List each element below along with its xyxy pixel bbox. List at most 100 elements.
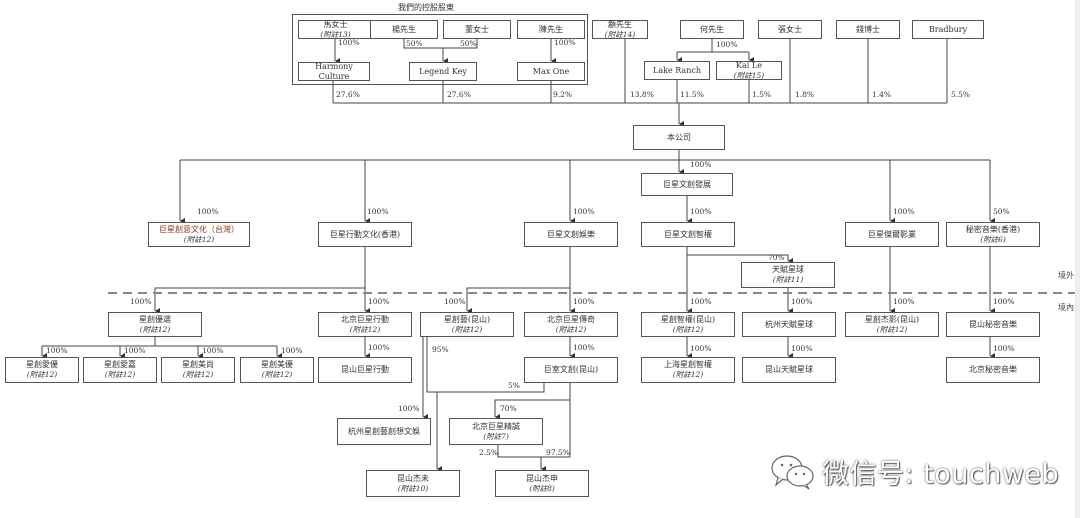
ownership-pct-youxuan: 100%	[130, 297, 152, 306]
entity-name: 星創美尚	[182, 360, 214, 369]
ownership-pct-ma-harmony: 100%	[338, 38, 360, 47]
entity-name: 昆山杰申	[526, 473, 558, 483]
entity-note: (附註12)	[183, 234, 215, 244]
watermark: 微信号: touchweb	[770, 452, 1059, 491]
entity-name: 何先生	[700, 24, 724, 34]
offshore-label: 境外	[1058, 271, 1074, 280]
entity-box-film-ks: 星創杰影(昆山)(附註12)	[845, 312, 939, 337]
entity-note: (附註12)	[876, 324, 908, 334]
ownership-pct-jc-jieshen: 2.5%	[479, 448, 499, 457]
entity-box-qian: 錢博士	[836, 20, 900, 39]
entity-box-tianfu: 天賦星球(附註11)	[741, 262, 835, 288]
entity-name: 巨室文創(昆山)	[543, 365, 599, 374]
entity-box-ip: 巨星文創智權	[641, 222, 735, 247]
entity-name: 天賦星球	[772, 265, 804, 274]
entity-note: (附註12)	[104, 370, 136, 379]
ownership-pct-hz-tianfu: 100%	[791, 297, 813, 306]
ownership-pct-lake-co: 11.5%	[680, 90, 704, 99]
entity-note: (附註12)	[139, 324, 171, 334]
entity-box-lake: Lake Ranch	[644, 61, 710, 80]
ownership-pct-film: 100%	[893, 207, 915, 216]
ownership-pct-meiyou: 100%	[281, 346, 303, 355]
entity-box-ent: 巨星文創娛樂	[524, 222, 618, 247]
entity-note: (附註14)	[604, 29, 636, 39]
ownership-pct-legend-co: 27.6%	[447, 90, 471, 99]
ownership-pct-film-ks: 100%	[893, 297, 915, 306]
entity-box-ip-ks: 星創智權(昆山)(附註12)	[641, 312, 735, 337]
entity-note: (附註7)	[483, 431, 509, 441]
ownership-pct-tianfu: 70%	[768, 253, 785, 262]
ownership-pct-kaile-co: 1.5%	[752, 90, 772, 99]
entity-note: (附註10)	[397, 483, 429, 493]
entity-box-legend: Legend Key	[409, 62, 477, 81]
wechat-icon	[771, 454, 814, 489]
ownership-pct-ip-ks: 100%	[690, 297, 712, 306]
onshore-label: 境內	[1058, 303, 1074, 312]
entity-name: 北京巨星精誠	[472, 421, 520, 431]
entity-name: 上海星創智權	[664, 360, 712, 369]
ownership-pct-music-hk: 50%	[993, 207, 1010, 216]
entity-name: 星創愛優	[26, 360, 58, 369]
entity-note: (附註12)	[555, 324, 587, 334]
entity-box-hz-tianfu: 杭州天賦星球	[742, 312, 836, 337]
entity-note: (附註6)	[980, 234, 1006, 244]
entity-name: 巨星行動文化(香港)	[329, 229, 401, 239]
entity-name: 張女士	[778, 24, 802, 34]
entity-name: 巨星文創娛樂	[547, 229, 595, 239]
entity-name: 星創優選	[139, 314, 171, 324]
entity-box-hk: 巨星行動文化(香港)	[318, 222, 412, 247]
entity-box-aiyou: 星創愛優(附註12)	[5, 357, 79, 383]
entity-box-music-hk: 秘密音樂(香港)(附註6)	[946, 222, 1040, 247]
ownership-pct-meishang: 100%	[202, 346, 224, 355]
entity-name: 巨星文創發展	[663, 179, 711, 189]
ownership-pct-jushi-jiewei: 5%	[508, 381, 520, 390]
entity-note: (附註12)	[672, 324, 704, 334]
entity-box-film: 巨星傑爾影業	[845, 222, 939, 247]
watermark-text: 微信号: touchweb	[822, 459, 1060, 490]
ownership-pct-jushi: 100%	[573, 343, 595, 352]
entity-note: (附註12)	[182, 370, 214, 379]
ownership-pct-ip: 100%	[690, 207, 712, 216]
entity-name: 星創愛嘉	[104, 360, 136, 369]
entity-box-g-yang: 楊先生	[370, 20, 438, 39]
entity-name: 星創智權(昆山)	[660, 314, 716, 324]
ownership-pct-gu-co: 13.8%	[630, 90, 654, 99]
entity-box-bj-music: 北京秘密音樂	[946, 357, 1040, 383]
entity-note: (附註8)	[529, 483, 555, 493]
ownership-pct-bj-jc: 70%	[500, 404, 517, 413]
connector	[466, 287, 570, 314]
entity-name: 錢博士	[856, 24, 880, 34]
entity-name: 昆山杰未	[397, 473, 429, 483]
entity-box-tw: 巨星創意文化（台灣）(附註12)	[148, 222, 250, 247]
ownership-pct-ent: 100%	[573, 207, 595, 216]
entity-name: 星創杰影(昆山)	[864, 314, 920, 324]
connector	[154, 287, 365, 314]
controlling-shareholders-group	[292, 14, 588, 85]
entity-box-bj-legend: 北京巨星傳奇(附註12)	[524, 312, 618, 337]
entity-box-ks-jieshen: 昆山杰申(附註8)	[495, 470, 589, 497]
ownership-pct-xcy-jiewei: 95%	[432, 345, 449, 354]
ownership-pct-chen-maxone: 100%	[554, 38, 576, 47]
entity-note: (附註13)	[320, 29, 351, 39]
entity-box-ks-tianfu: 昆山天賦星球	[742, 357, 836, 383]
ownership-pct-bj-music: 100%	[993, 344, 1015, 353]
entity-name: 星創藝(昆山)	[443, 314, 491, 324]
entity-name: 昆山天賦星球	[765, 365, 813, 374]
page-edge	[1075, 0, 1080, 518]
entity-note: (附註12)	[672, 370, 704, 379]
ownership-pct-qian-co: 1.4%	[872, 90, 892, 99]
entity-name: 楊先生	[392, 24, 416, 34]
entity-note: (附註12)	[26, 370, 58, 379]
ownership-pct-zhang-co: 1.8%	[795, 90, 815, 99]
entity-name: Bradbury	[928, 24, 968, 34]
ownership-pct-ks-music: 100%	[993, 297, 1015, 306]
ownership-pct-harmony-co: 27.6%	[336, 90, 360, 99]
connector	[494, 399, 570, 420]
ownership-pct-maxone-co: 9.2%	[553, 90, 573, 99]
entity-note: (附註12)	[261, 370, 293, 379]
entity-box-sh-ip: 上海星創智權(附註12)	[641, 357, 735, 383]
entity-name: 顧先生	[608, 19, 632, 29]
entity-box-meiyou: 星創美優(附註12)	[240, 357, 314, 383]
connector	[687, 254, 793, 264]
